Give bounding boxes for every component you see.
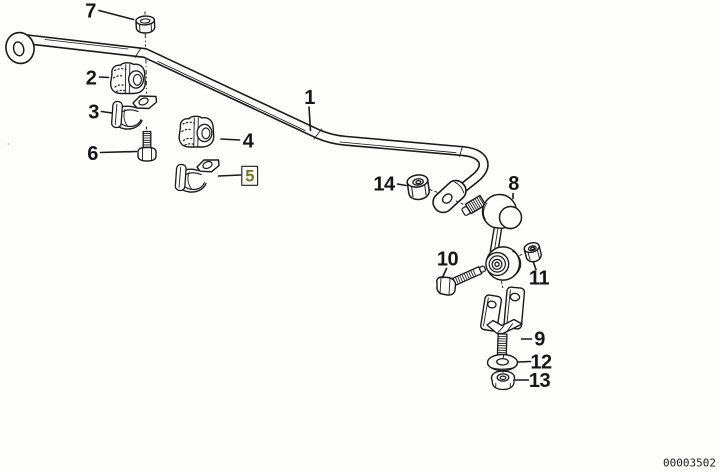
part-label-2: 2 <box>86 68 97 90</box>
part-label-9: 9 <box>534 329 545 351</box>
part-label-10: 10 <box>437 249 459 271</box>
part-label-1: 1 <box>304 87 315 109</box>
part-label-12: 12 <box>530 352 552 374</box>
doc-number: 00003502 <box>663 457 716 470</box>
part-label-4: 4 <box>243 131 255 153</box>
part-labels: 1 2 3 4 6 7 8 9 10 11 12 13 14 5 <box>85 1 552 393</box>
leader-line-10 <box>441 267 448 279</box>
leader-line-2 <box>98 76 110 79</box>
leader-line-12 <box>516 360 532 363</box>
part-label-8: 8 <box>508 173 519 195</box>
stabilizer-link-8 <box>461 193 523 281</box>
nut-13 <box>490 370 516 391</box>
bolt-6 <box>137 130 157 162</box>
part-label-3: 3 <box>88 102 99 124</box>
clamp-3 <box>111 95 158 130</box>
washer-12 <box>486 353 519 372</box>
part-label-5: 5 <box>245 168 254 186</box>
leader-line-6 <box>99 150 138 154</box>
nut-7 <box>135 15 156 34</box>
bar-eyelet-end <box>5 31 35 65</box>
alignment-lines <box>144 11 526 374</box>
bar-tab-end <box>432 179 467 214</box>
clamp-5 <box>174 159 220 193</box>
part-label-14: 14 <box>373 174 396 196</box>
bolt-10 <box>436 265 487 296</box>
stabilizer-bar <box>20 34 489 197</box>
alignment-line <box>144 33 147 94</box>
part-label-13: 13 <box>529 370 551 392</box>
nut-14 <box>406 174 430 201</box>
leader-line-7 <box>98 9 135 21</box>
alignment-line <box>519 252 526 256</box>
leader-line-5 <box>217 174 242 177</box>
leader-line-14 <box>396 183 407 187</box>
alignment-line <box>500 280 505 374</box>
bracket-9 <box>480 286 526 356</box>
part-label-6: 6 <box>87 143 98 165</box>
link-eye-bushing <box>485 246 522 281</box>
alignment-line <box>429 189 465 206</box>
leader-line-3 <box>100 110 113 114</box>
leader-line-1 <box>308 106 312 132</box>
part-label-11: 11 <box>529 268 550 290</box>
leader-line-11 <box>532 261 537 271</box>
bushing-2 <box>109 62 146 95</box>
bushing-4 <box>178 115 215 148</box>
part-label-7: 7 <box>85 1 96 23</box>
part-label-5-highlight: 5 <box>241 165 259 186</box>
leader-line-4 <box>220 138 241 141</box>
nut-11 <box>523 242 542 263</box>
highlight-box <box>241 165 259 186</box>
link-stud <box>461 194 487 216</box>
leader-lines <box>98 9 537 381</box>
scan-speck <box>7 143 10 145</box>
